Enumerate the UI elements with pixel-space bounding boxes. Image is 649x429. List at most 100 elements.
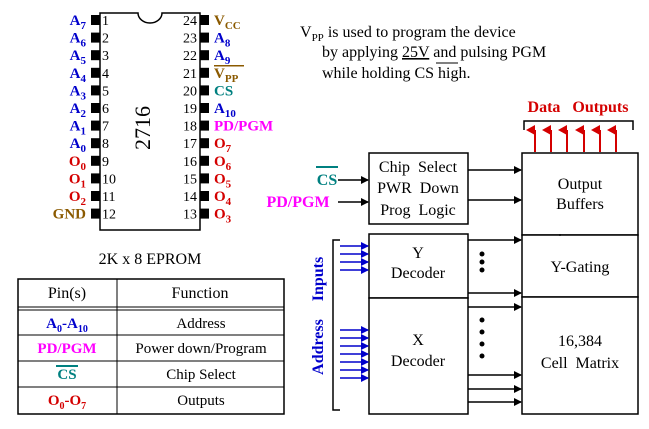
output-buffers-line-1: Output bbox=[558, 176, 603, 193]
pin-number: 15 bbox=[183, 172, 197, 187]
cs-input-label: CS bbox=[317, 172, 338, 189]
pin-number: 1 bbox=[102, 14, 109, 29]
cell-matrix-line-1: 16,384 bbox=[558, 333, 602, 350]
pin-number: 7 bbox=[102, 120, 109, 135]
table-pin-cell: CS bbox=[57, 367, 76, 383]
control-line-3: Prog Logic bbox=[380, 202, 456, 219]
pin-stub bbox=[91, 103, 100, 113]
pin-label: O2 bbox=[69, 189, 87, 208]
pin-number: 21 bbox=[183, 67, 197, 82]
ellipsis-dot bbox=[479, 251, 485, 257]
pin-label: A9 bbox=[214, 48, 231, 67]
chip-package: 2716 bbox=[99, 12, 201, 231]
pin-stub bbox=[91, 50, 100, 61]
pin-stub bbox=[200, 138, 209, 149]
output-buffers-box bbox=[521, 152, 639, 236]
pin-number: 5 bbox=[102, 84, 109, 99]
pin-label: O0 bbox=[69, 154, 87, 173]
y-gating-box bbox=[521, 234, 639, 298]
pin-stub bbox=[200, 155, 209, 166]
pin-stub bbox=[200, 208, 209, 219]
pin-label: O4 bbox=[214, 189, 232, 208]
x-decoder-line-1: X bbox=[412, 332, 424, 349]
pin-stub bbox=[200, 120, 209, 131]
ellipsis-dot bbox=[479, 329, 485, 335]
pin-stub bbox=[91, 155, 100, 166]
output-arrows bbox=[526, 125, 617, 152]
note-line-2: by applying 25V and pulsing PGM bbox=[322, 44, 546, 61]
pin-number: 22 bbox=[183, 49, 197, 64]
pin-label: O3 bbox=[214, 207, 232, 226]
pin-label: O7 bbox=[214, 136, 232, 155]
pin-label: A8 bbox=[214, 31, 231, 50]
x-decoder-line-2: Decoder bbox=[391, 353, 446, 370]
pin-label: A10 bbox=[214, 101, 236, 120]
pin-number: 3 bbox=[102, 49, 109, 64]
pin-label: A3 bbox=[70, 83, 87, 102]
pin-stub bbox=[91, 15, 100, 25]
pin-number: 18 bbox=[183, 120, 197, 135]
table-function-cell: Chip Select bbox=[166, 367, 236, 383]
table-pin-cell: O0-O7 bbox=[48, 393, 86, 412]
pin-stub bbox=[91, 173, 100, 184]
pin-stub bbox=[91, 85, 100, 96]
pin-stub bbox=[200, 15, 209, 25]
pin-label: PD/PGM bbox=[214, 119, 273, 135]
pin-label: A7 bbox=[70, 13, 87, 32]
chip-body bbox=[99, 12, 201, 231]
cell-matrix-box bbox=[521, 296, 639, 415]
chip-caption: 2K x 8 EPROM bbox=[99, 251, 202, 268]
table-function-cell: Outputs bbox=[177, 393, 225, 409]
address-input-arrows bbox=[340, 242, 369, 382]
table-pin-cell: PD/PGM bbox=[37, 341, 96, 357]
ellipsis-dot bbox=[479, 353, 485, 359]
y-decoder-box bbox=[368, 233, 469, 299]
control-logic-box bbox=[368, 152, 469, 225]
pin-number: 8 bbox=[102, 137, 109, 152]
pin-stub bbox=[200, 103, 209, 113]
data-outputs-label: Data Outputs bbox=[528, 99, 629, 116]
table-function-cell: Address bbox=[176, 316, 225, 332]
pin-label: O5 bbox=[214, 171, 232, 190]
pin-number: 17 bbox=[183, 137, 197, 152]
note-line-1: VPP is used to program the device bbox=[300, 24, 516, 44]
pin-number: 23 bbox=[183, 32, 197, 47]
pin-number: 16 bbox=[183, 155, 197, 170]
table-header-function: Function bbox=[172, 285, 229, 302]
pin-stub bbox=[91, 120, 100, 131]
ellipsis-dot bbox=[479, 267, 485, 273]
pin-stub bbox=[200, 85, 209, 96]
pin-stub bbox=[200, 32, 209, 43]
table-header-pins: Pin(s) bbox=[48, 285, 86, 302]
pin-stub bbox=[91, 191, 100, 201]
pin-stub bbox=[91, 138, 100, 149]
inputs-label: Inputs bbox=[310, 257, 327, 301]
control-line-2: PWR Down bbox=[377, 180, 459, 197]
pin-stub bbox=[91, 67, 100, 78]
pin-number: 14 bbox=[183, 190, 197, 205]
pin-number: 20 bbox=[183, 84, 197, 99]
x-decoder-box bbox=[368, 297, 469, 415]
pin-number: 12 bbox=[102, 208, 116, 223]
pin-stub bbox=[200, 173, 209, 184]
pin-label: A0 bbox=[70, 136, 87, 155]
pin-stub bbox=[200, 50, 209, 61]
pin-number: 11 bbox=[102, 190, 115, 205]
pin-stub bbox=[91, 32, 100, 43]
pin-number: 24 bbox=[183, 14, 197, 29]
pin-number: 9 bbox=[102, 155, 109, 170]
pdpgm-input-label: PD/PGM bbox=[266, 194, 329, 211]
pin-label: A5 bbox=[70, 48, 87, 67]
table-pin-cell: A0-A10 bbox=[46, 316, 88, 335]
vpp-note: VPP is used to program the device by app… bbox=[300, 24, 546, 82]
pin-number: 4 bbox=[102, 67, 109, 82]
pin-label: A6 bbox=[70, 31, 87, 50]
ellipsis-dot bbox=[479, 317, 485, 323]
y-decoder-line-1: Y bbox=[412, 245, 424, 262]
outputs-bracket bbox=[523, 120, 634, 130]
